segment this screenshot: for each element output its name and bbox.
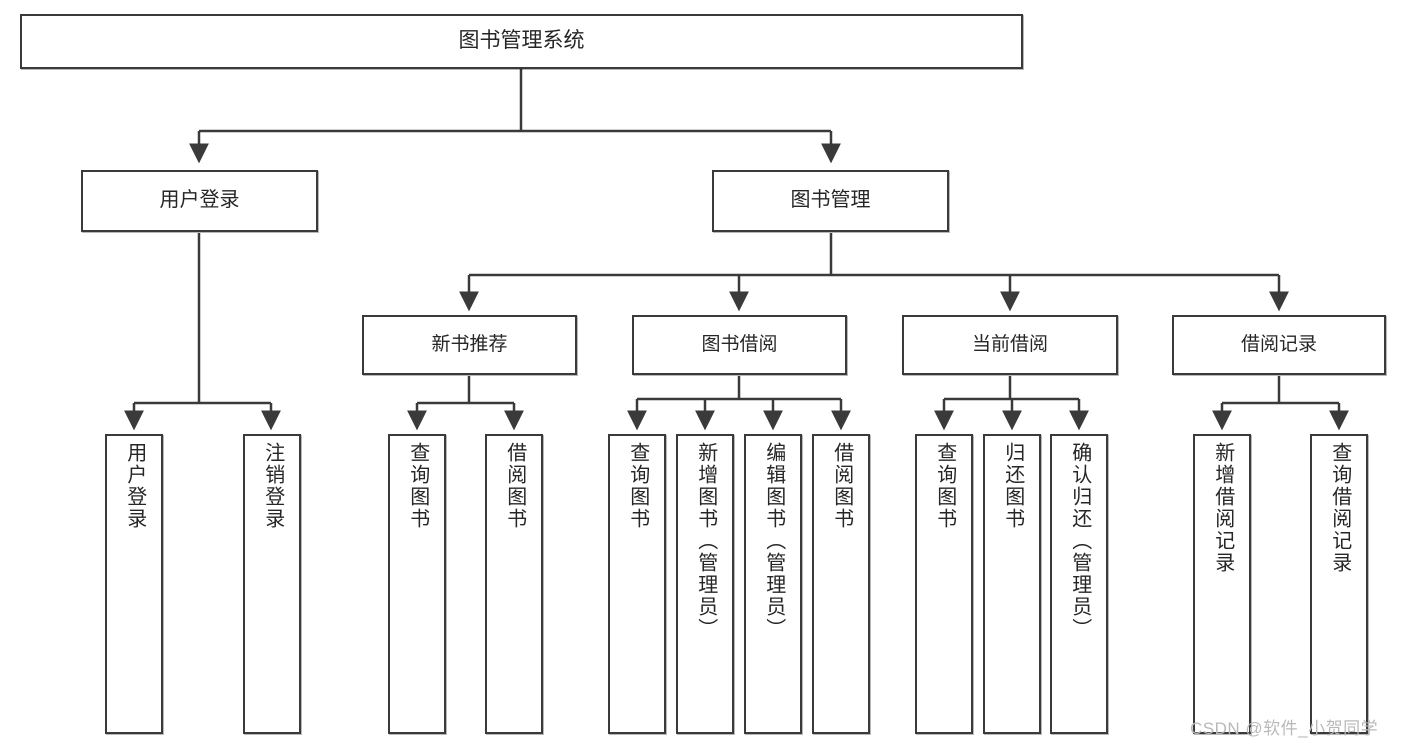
leaf-return-book[interactable]: 归还图书 xyxy=(983,434,1041,734)
node-user-login[interactable]: 用户登录 xyxy=(81,170,318,232)
leaf-borrow-book-borrow[interactable]: 借阅图书 xyxy=(812,434,870,734)
leaf-confirm-return-admin[interactable]: 确认归还（管理员） xyxy=(1050,434,1108,734)
leaf-query-book-newbook-label: 查询图书 xyxy=(406,442,429,530)
leaf-add-book-admin-label: 新增图书（管理员） xyxy=(694,442,717,640)
leaf-confirm-return-admin-label: 确认归还（管理员） xyxy=(1068,442,1091,640)
leaf-query-book-current[interactable]: 查询图书 xyxy=(915,434,973,734)
leaf-logout[interactable]: 注销登录 xyxy=(243,434,301,734)
leaf-return-book-label: 归还图书 xyxy=(1001,442,1024,530)
leaf-borrow-book-newbook[interactable]: 借阅图书 xyxy=(485,434,543,734)
node-new-book-recommend[interactable]: 新书推荐 xyxy=(362,315,577,375)
leaf-borrow-book-borrow-label: 借阅图书 xyxy=(830,442,853,530)
node-current-borrow-label: 当前借阅 xyxy=(971,333,1048,355)
node-current-borrow[interactable]: 当前借阅 xyxy=(902,315,1118,375)
node-book-borrow[interactable]: 图书借阅 xyxy=(632,315,847,375)
leaf-query-book-borrow[interactable]: 查询图书 xyxy=(608,434,666,734)
leaf-query-book-borrow-label: 查询图书 xyxy=(626,442,649,530)
leaf-query-book-current-label: 查询图书 xyxy=(933,442,956,530)
watermark: CSDN @软件_小贺同学 xyxy=(1190,719,1379,738)
leaf-borrow-book-newbook-label: 借阅图书 xyxy=(503,442,526,530)
node-borrow-records-label: 借阅记录 xyxy=(1240,333,1317,355)
leaf-user-login-label: 用户登录 xyxy=(123,442,146,530)
leaf-user-login[interactable]: 用户登录 xyxy=(105,434,163,734)
leaf-add-borrow-record[interactable]: 新增借阅记录 xyxy=(1193,434,1251,734)
node-borrow-records[interactable]: 借阅记录 xyxy=(1172,315,1386,375)
node-book-management-label: 图书管理 xyxy=(790,189,871,212)
leaf-edit-book-admin-label: 编辑图书（管理员） xyxy=(762,442,785,640)
leaf-query-borrow-record-label: 查询借阅记录 xyxy=(1328,442,1351,574)
node-new-book-recommend-label: 新书推荐 xyxy=(431,333,508,355)
node-root-label: 图书管理系统 xyxy=(458,29,585,53)
leaf-logout-label: 注销登录 xyxy=(261,442,284,530)
node-book-borrow-label: 图书借阅 xyxy=(701,333,778,355)
leaf-query-book-newbook[interactable]: 查询图书 xyxy=(388,434,446,734)
leaf-edit-book-admin[interactable]: 编辑图书（管理员） xyxy=(744,434,802,734)
leaf-add-borrow-record-label: 新增借阅记录 xyxy=(1211,442,1234,574)
leaf-query-borrow-record[interactable]: 查询借阅记录 xyxy=(1310,434,1368,734)
node-book-management[interactable]: 图书管理 xyxy=(712,170,949,232)
node-user-login-label: 用户登录 xyxy=(159,189,240,212)
leaf-add-book-admin[interactable]: 新增图书（管理员） xyxy=(676,434,734,734)
node-root[interactable]: 图书管理系统 xyxy=(20,14,1023,69)
